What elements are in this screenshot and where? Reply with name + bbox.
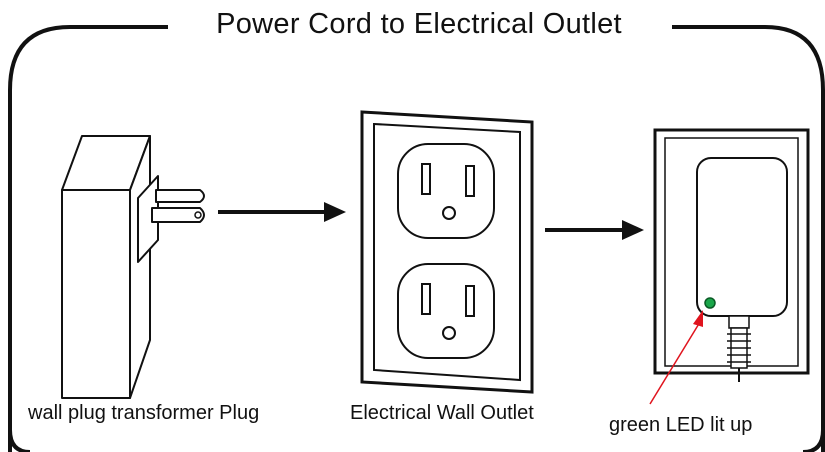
wall-plug-transformer-icon — [61, 135, 205, 399]
green-led — [704, 297, 716, 309]
caption-green-led: green LED lit up — [609, 414, 753, 436]
arrow-outlet-to-device — [545, 220, 644, 240]
caption-wall-plug: wall plug transformer Plug — [28, 402, 260, 424]
caption-wall-outlet: Electrical Wall Outlet — [350, 402, 534, 424]
device-with-led-icon — [653, 128, 810, 382]
diagram-title: Power Cord to Electrical Outlet — [168, 4, 670, 44]
diagram-frame — [8, 25, 825, 452]
arrow-plug-to-outlet — [218, 202, 346, 222]
wall-outlet-icon — [360, 110, 534, 394]
led-pointer-arrow — [649, 310, 703, 405]
